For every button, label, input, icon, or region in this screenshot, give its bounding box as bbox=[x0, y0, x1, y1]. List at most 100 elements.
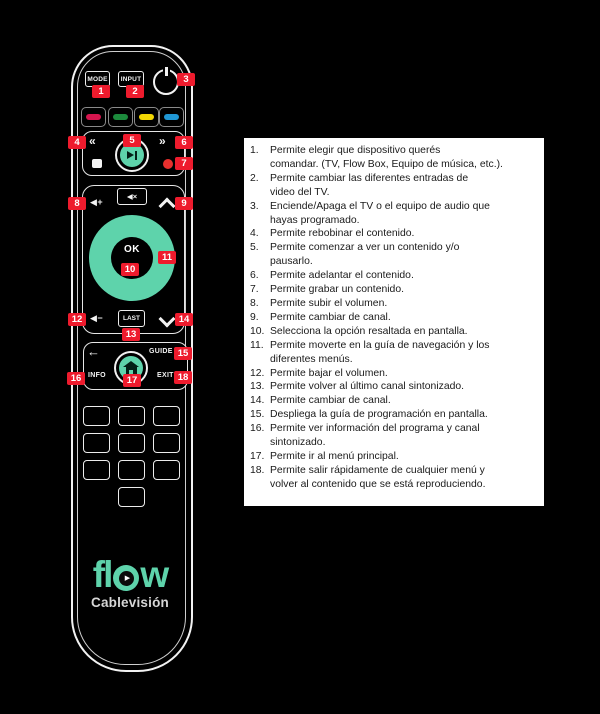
color-key-blue bbox=[159, 107, 184, 127]
callout-badge-5: 5 bbox=[123, 134, 141, 147]
blue-pill-icon bbox=[164, 114, 179, 120]
number-key bbox=[83, 406, 110, 426]
instruction-item: 15. Despliega la guía de programación en … bbox=[250, 408, 540, 422]
callout-badge-10: 10 bbox=[121, 263, 139, 276]
instruction-item: 4. Permite rebobinar el contenido. bbox=[250, 227, 540, 241]
instruction-item: 6.Permite adelantar el contenido. bbox=[250, 269, 540, 283]
color-key-red bbox=[81, 107, 106, 127]
instruction-number: 2. bbox=[250, 172, 259, 184]
instruction-text: Permite rebobinar el contenido. bbox=[270, 228, 415, 240]
callout-badge-9: 9 bbox=[175, 197, 193, 210]
mute-button: ◀× bbox=[117, 188, 147, 205]
stop-button bbox=[92, 159, 102, 168]
number-key bbox=[118, 460, 145, 480]
instruction-item: 2. Permite cambiar las diferentes entrada… bbox=[250, 172, 540, 200]
instruction-text: Permite ir al menú principal. bbox=[270, 450, 399, 462]
instruction-item: 3.Enciende/Apaga el TV o el equipo de au… bbox=[250, 200, 540, 228]
instruction-text: Permite moverte en la guía de navegación… bbox=[270, 339, 490, 365]
instruction-number: 17. bbox=[250, 450, 265, 462]
play-pause-button bbox=[115, 138, 149, 172]
instruction-item: 10. Selecciona la opción resaltada en pan… bbox=[250, 325, 540, 339]
callout-badge-11: 11 bbox=[158, 251, 176, 264]
instruction-text: Permite cambiar de canal. bbox=[270, 311, 391, 323]
brand-subtitle: Cablevisión bbox=[91, 595, 169, 610]
instruction-text: Permite cambiar de canal. bbox=[270, 395, 391, 407]
callout-badge-1: 1 bbox=[92, 85, 110, 98]
number-key bbox=[118, 433, 145, 453]
color-key-green bbox=[108, 107, 133, 127]
flow-logo-text-right: w bbox=[140, 554, 169, 595]
instruction-item: 13. Permite volver al último canal sinton… bbox=[250, 380, 540, 394]
instruction-number: 10. bbox=[250, 325, 265, 337]
back-icon: ← bbox=[87, 344, 100, 359]
instruction-text: Permite adelantar el contenido. bbox=[270, 270, 414, 282]
number-key bbox=[153, 433, 180, 453]
instruction-number: 18. bbox=[250, 464, 265, 476]
exit-button: EXIT bbox=[157, 372, 174, 379]
instruction-number: 13. bbox=[250, 381, 265, 393]
volume-down-button: ◀− bbox=[90, 313, 104, 323]
instruction-text: Selecciona la opción resaltada en pantal… bbox=[270, 325, 468, 337]
green-pill-icon bbox=[113, 114, 128, 120]
rewind-icon: « bbox=[89, 134, 96, 148]
instruction-text: Permite subir el volumen. bbox=[270, 297, 388, 309]
instruction-item: 7. Permite grabar un contenido. bbox=[250, 283, 540, 297]
callout-badge-2: 2 bbox=[126, 85, 144, 98]
callout-badge-4: 4 bbox=[68, 136, 86, 149]
home-icon bbox=[123, 361, 139, 374]
play-icon: ▶ bbox=[118, 570, 134, 586]
power-icon bbox=[164, 67, 168, 76]
instruction-item: 8. Permite subir el volumen. bbox=[250, 297, 540, 311]
instruction-text: Permite volver al último canal sintoniza… bbox=[270, 381, 465, 393]
yellow-pill-icon bbox=[139, 114, 154, 120]
callout-badge-17: 17 bbox=[123, 374, 141, 387]
instruction-text: Permite cambiar las diferentes entradas … bbox=[270, 172, 469, 198]
instruction-number: 4. bbox=[250, 228, 259, 240]
fast-forward-icon: » bbox=[159, 134, 166, 148]
number-key bbox=[83, 433, 110, 453]
instruction-text: Permite bajar el volumen. bbox=[270, 367, 388, 379]
volume-up-button: ◀+ bbox=[90, 197, 104, 207]
flow-logo-o-icon: ▶ bbox=[113, 565, 140, 591]
callout-badge-12: 12 bbox=[68, 313, 86, 326]
instruction-item: 17. Permite ir al menú principal. bbox=[250, 450, 540, 464]
instruction-number: 3. bbox=[250, 200, 259, 212]
instruction-item: 18. Permite salir rápidamente de cualquie… bbox=[250, 464, 540, 492]
instruction-text: Permite ver información del programa y c… bbox=[270, 423, 480, 449]
callout-badge-18: 18 bbox=[174, 371, 192, 384]
guide-button: GUIDE bbox=[149, 348, 173, 355]
instruction-number: 12. bbox=[250, 367, 265, 379]
number-key bbox=[83, 460, 110, 480]
number-key bbox=[118, 406, 145, 426]
instruction-number: 15. bbox=[250, 409, 265, 421]
instruction-number: 16. bbox=[250, 423, 265, 435]
instruction-item: 16. Permite ver información del programa … bbox=[250, 422, 540, 450]
number-key bbox=[153, 406, 180, 426]
instruction-item: 12. Permite bajar el volumen. bbox=[250, 367, 540, 381]
record-button bbox=[163, 159, 173, 169]
instruction-item: 11. Permite moverte en la guía de navegac… bbox=[250, 339, 540, 367]
instruction-number: 11. bbox=[250, 339, 264, 351]
instruction-text: Permite grabar un contenido. bbox=[270, 284, 405, 296]
instruction-item: 5. Permite comenzar a ver un contenido y/… bbox=[250, 241, 540, 269]
instruction-text: Permite salir rápidamente de cualquier m… bbox=[270, 464, 486, 490]
callout-badge-7: 7 bbox=[175, 157, 193, 170]
instruction-text: Despliega la guía de programación en pan… bbox=[270, 409, 488, 421]
instruction-number: 7. bbox=[250, 284, 259, 296]
instruction-number: 5. bbox=[250, 242, 259, 254]
flow-logo-text-left: fl bbox=[92, 554, 114, 595]
instruction-number: 9. bbox=[250, 311, 259, 323]
red-pill-icon bbox=[86, 114, 101, 120]
play-pause-icon bbox=[126, 150, 138, 160]
info-button: INFO bbox=[88, 372, 106, 379]
ok-label: OK bbox=[124, 244, 140, 255]
instruction-number: 1. bbox=[250, 145, 259, 156]
play-pause-disc bbox=[120, 143, 144, 167]
color-key-yellow bbox=[134, 107, 159, 127]
instruction-number: 8. bbox=[250, 297, 259, 309]
